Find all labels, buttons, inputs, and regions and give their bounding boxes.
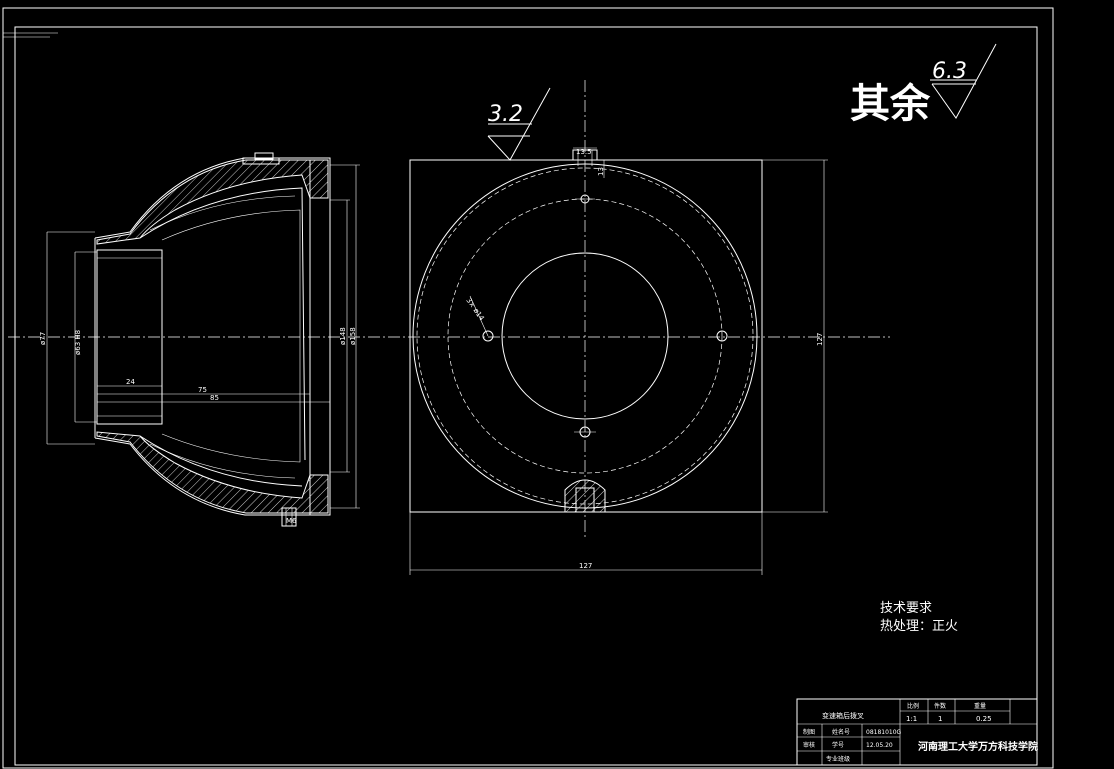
- bolt-hole-right: [716, 330, 728, 342]
- title-block: 变速箱后拨叉 比例 件数 重量 1:1 1 0.25 制图 姓名号 081810…: [796, 698, 1038, 766]
- dim-dia-bore-left: ø63 H8: [74, 330, 82, 355]
- scale-value: 1:1: [906, 715, 917, 723]
- notes-heat-treatment: 热处理：正火: [880, 619, 958, 634]
- hatched-wall-top: [96, 159, 329, 245]
- role-check: 审核: [803, 741, 815, 749]
- header-scale: 比例: [907, 702, 919, 710]
- hatched-wall-bottom: [96, 431, 329, 514]
- weight-value: 0.25: [976, 715, 992, 723]
- dim-dia-outer-left: ø77: [39, 332, 47, 345]
- dim-height-127: 127: [816, 333, 824, 346]
- outer-border: [2, 7, 1054, 769]
- dim-slot-depth: 13: [597, 167, 605, 176]
- roughness-default-value: 6.3: [932, 59, 967, 84]
- roughness-symbol-default: 其余 6.3: [850, 43, 997, 127]
- name-extra: 专业班级: [826, 755, 850, 763]
- dim-dia-outer-right: ø158: [349, 327, 357, 345]
- name-check: 学号: [832, 741, 844, 749]
- dim-75: 75: [198, 386, 207, 394]
- header-weight: 重量: [974, 702, 986, 710]
- dim-holes: 3× ø14: [464, 297, 486, 323]
- dim-bolt-m6: M6: [286, 517, 297, 525]
- header-qty: 件数: [934, 702, 946, 710]
- qty-value: 1: [938, 715, 942, 723]
- roughness-symbol-face: 3.2: [487, 87, 551, 161]
- roughness-face-value: 3.2: [488, 102, 523, 127]
- dim-dia-inner-right: ø148: [339, 327, 347, 345]
- part-name: 变速箱后拨叉: [822, 711, 864, 720]
- role-draw: 制图: [803, 728, 815, 736]
- side-section-view: 24 75 85 ø77 ø63 H8 ø148 ø158 M6: [39, 152, 360, 527]
- school-name: 河南理工大学万方科技学院: [918, 740, 1038, 753]
- dim-slot-width: 13.5: [576, 148, 592, 156]
- notes-heading: 技术要求: [880, 601, 932, 616]
- dim-24: 24: [126, 378, 135, 386]
- front-view: 3× ø14 127 127 13.5 13: [409, 80, 828, 575]
- drawing-no: 08181010G: [866, 729, 902, 736]
- dim-85: 85: [210, 394, 219, 402]
- inner-border: [14, 26, 1038, 766]
- roughness-default-label: 其余: [850, 81, 931, 127]
- date: 12.05.20: [866, 742, 893, 749]
- threaded-boss: [564, 479, 606, 513]
- dim-width-127: 127: [579, 562, 592, 570]
- bolt-hole-left: [482, 330, 494, 342]
- name-draw: 姓名号: [832, 728, 850, 736]
